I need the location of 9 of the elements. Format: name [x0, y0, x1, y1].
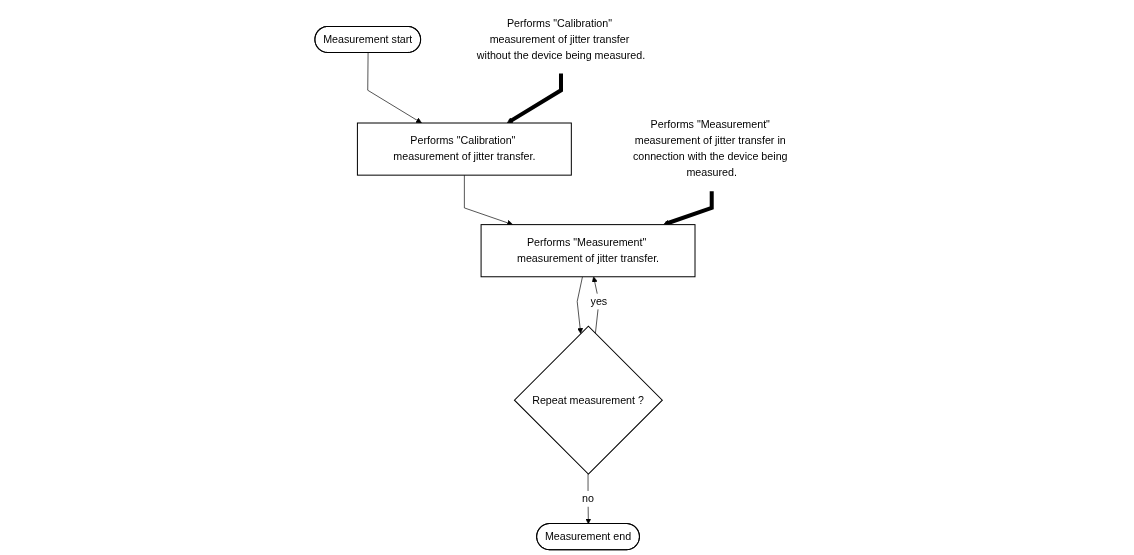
node-text: Performs "Calibration" measurement of jitter transfer without the device being measured.	[477, 17, 646, 61]
edge-label: yes	[590, 295, 608, 307]
node-text: Performs "Measurement" measurement of jitter transfer in connection with the device being measured.	[633, 118, 788, 179]
arrow	[663, 191, 714, 226]
edge-label: no	[582, 492, 595, 505]
arrow	[507, 73, 564, 124]
node-diamond: Repeat measurement ?	[514, 325, 663, 475]
node-box: Performs "Measurement" measurement of jitter transfer.	[480, 224, 696, 278]
node-box: Performs "Calibration" measurement of jitter transfer.	[357, 122, 573, 176]
